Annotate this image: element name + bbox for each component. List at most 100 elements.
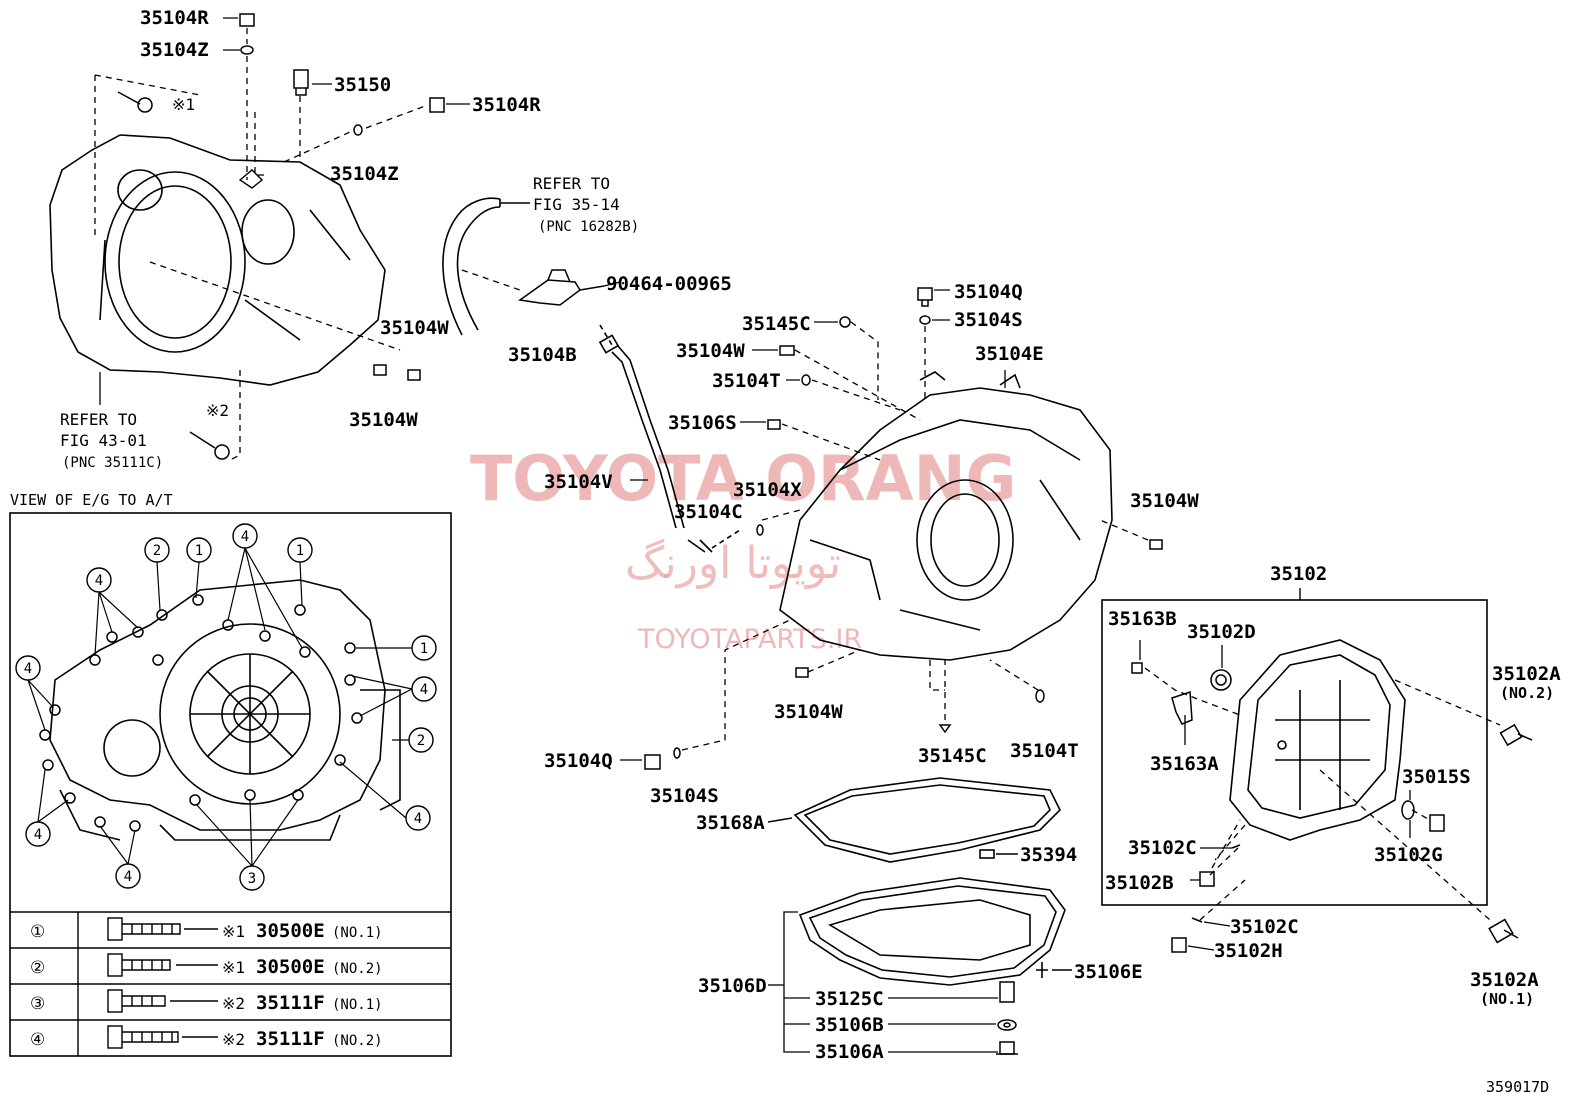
view-housing	[49, 579, 401, 841]
view-title: VIEW OF E/G TO A/T	[10, 491, 173, 509]
svg-text:(PNC 16282B): (PNC 16282B)	[538, 219, 639, 235]
callout-4: 4	[420, 682, 428, 698]
callout-4: 4	[241, 529, 249, 545]
part-label: 35104X	[733, 479, 802, 501]
watermark-site: TOYOTAPARTS.IR	[637, 624, 862, 655]
callout-4: 4	[24, 661, 32, 677]
bolt-legend-table	[10, 911, 451, 1056]
part-label: 35104R	[140, 7, 209, 29]
watermark: TOYOTA ORANG تویوتا اورنگ TOYOTAPARTS.IR	[470, 442, 1016, 655]
legend-note-2: (NO.2)	[332, 961, 383, 977]
svg-text:FIG 43-01: FIG 43-01	[60, 431, 147, 450]
part-label: 35102	[1270, 563, 1327, 585]
callout-4: 4	[124, 869, 132, 885]
part-label: 35102A	[1492, 663, 1561, 685]
legend-note-3: (NO.1)	[332, 997, 383, 1013]
part-label: 35102C	[1230, 916, 1299, 938]
part-label: 35163B	[1108, 608, 1177, 630]
part-label: 35104B	[508, 344, 577, 366]
pan-bracket-leaders	[768, 911, 998, 1053]
side-cover-box	[1101, 599, 1488, 906]
svg-text:(PNC 35111C): (PNC 35111C)	[62, 455, 163, 471]
view-bolt-holes	[39, 594, 363, 832]
center-fasteners	[644, 287, 1163, 770]
legend-bolt-icons	[107, 917, 218, 1049]
leader-lines	[94, 28, 521, 461]
part-label: 35102C	[1128, 837, 1197, 859]
part-label: 35102H	[1214, 940, 1283, 962]
legend-note-4: (NO.2)	[332, 1033, 383, 1049]
part-label: 35104W	[1130, 490, 1199, 512]
callout-1: 1	[195, 543, 203, 559]
breather-plug-icon	[518, 269, 605, 306]
part-label: 35015S	[1402, 766, 1471, 788]
legend-part-3: 35111F	[256, 992, 325, 1014]
svg-text:REFER TO: REFER TO	[533, 174, 610, 193]
part-label: 35102A	[1470, 969, 1539, 991]
part-label: 35104W	[380, 317, 449, 339]
callout-4: 4	[414, 811, 422, 827]
callout-3: 3	[248, 871, 256, 887]
legend-symbol-4: ④	[30, 1030, 45, 1050]
part-label: 35145C	[742, 313, 811, 335]
part-label: 35168A	[696, 812, 765, 834]
legend-part-2: 30500E	[256, 956, 325, 978]
bolt-icon	[117, 13, 445, 460]
legend-mark-1: ※1	[222, 922, 245, 941]
part-label: 35104T	[712, 370, 781, 392]
legend-symbol-3: ③	[30, 994, 45, 1014]
part-label: 35104R	[472, 94, 541, 116]
callout-4: 4	[95, 573, 103, 589]
reference-note-fig-43-01: REFER TO FIG 43-01 (PNC 35111C)	[60, 410, 163, 471]
solid-leaders	[99, 17, 470, 405]
part-label: (NO.2)	[1500, 684, 1554, 702]
mark-1-label: ※1	[172, 95, 195, 114]
breather-hose	[442, 197, 530, 336]
legend-mark-2: ※1	[222, 958, 245, 977]
part-label: 35106D	[698, 975, 767, 997]
side-cover-parts	[1131, 662, 1533, 953]
part-label: 35104V	[544, 471, 613, 493]
legend-part-1: 30500E	[256, 920, 325, 942]
part-label: 90464-00965	[606, 273, 732, 295]
callout-1: 1	[420, 641, 428, 657]
center-solid-leaders	[603, 281, 1006, 761]
side-cover-leaders	[1144, 667, 1501, 921]
part-label: 35104W	[676, 340, 745, 362]
legend-mark-4: ※2	[222, 1030, 245, 1049]
part-label: 35102B	[1105, 872, 1174, 894]
part-label: 35106S	[668, 412, 737, 434]
part-label: 35104W	[774, 701, 843, 723]
part-label: 35163A	[1150, 753, 1219, 775]
part-label: 35104Q	[954, 281, 1023, 303]
part-label: 35106A	[815, 1041, 884, 1063]
part-label: 35104W	[349, 409, 418, 431]
part-label: 35102G	[1374, 844, 1443, 866]
part-label: 35145C	[918, 745, 987, 767]
part-label: 35102D	[1187, 621, 1256, 643]
part-label: 35104Z	[330, 163, 399, 185]
callout-circles	[15, 523, 437, 891]
legend-symbol-1: ①	[30, 922, 45, 942]
callout-1: 1	[296, 543, 304, 559]
mark-2-label: ※2	[206, 401, 229, 420]
callout-numbers: 2 1 4 1 4 4 1 4 2 4 4 4 3	[24, 529, 428, 887]
part-label: 35106E	[1074, 961, 1143, 983]
part-label: (NO.1)	[1480, 990, 1534, 1008]
oil-pan	[798, 877, 1072, 986]
callout-2: 2	[153, 543, 161, 559]
legend-symbol-2: ②	[30, 958, 45, 978]
center-leaders	[681, 321, 1149, 751]
part-label: 35104Z	[140, 39, 209, 61]
part-label: 35104C	[674, 501, 743, 523]
side-cover	[1229, 639, 1406, 841]
watermark-main: TOYOTA ORANG	[470, 442, 1016, 515]
part-label: 35394	[1020, 844, 1077, 866]
oil-pan-gasket	[767, 777, 1061, 863]
drain-plug-group	[996, 981, 1018, 1055]
diagram-id: 359017D	[1486, 1078, 1549, 1096]
part-label: 35125C	[815, 988, 884, 1010]
watermark-farsi: تویوتا اورنگ	[625, 538, 841, 589]
transaxle-housing-left	[49, 134, 386, 386]
